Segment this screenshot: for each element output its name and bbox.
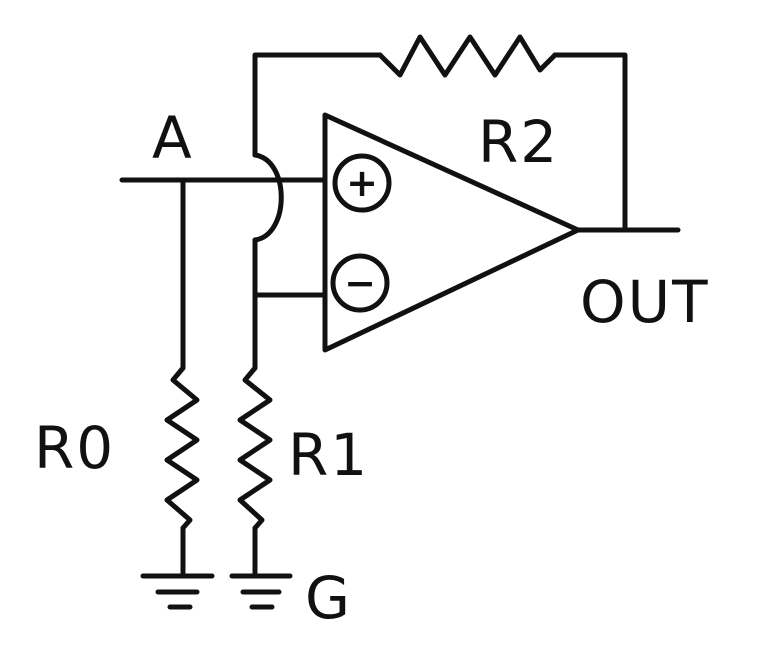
label-r2: R2: [478, 108, 559, 176]
ground-resistor-r1: [237, 365, 273, 531]
ground-resistor-r0: [164, 365, 200, 531]
minus-sign: −: [344, 261, 376, 305]
plus-input-circle: [332, 153, 392, 213]
label-r1: R1: [288, 421, 369, 489]
wire-crossing-hop: [252, 152, 284, 243]
plus-sign: +: [346, 161, 378, 205]
label-input-a: A: [152, 104, 194, 172]
minus-input-circle: [330, 253, 390, 313]
label-output: OUT: [580, 268, 710, 336]
label-r0: R0: [34, 414, 115, 482]
ground-symbol-r0: [140, 573, 215, 610]
op-amp-triangle: [322, 112, 581, 353]
feedback-resistor-r2: [377, 34, 558, 78]
ground-symbol-r1: [229, 573, 293, 610]
label-ground: G: [305, 564, 352, 632]
feedback-wire-right: [552, 52, 628, 231]
